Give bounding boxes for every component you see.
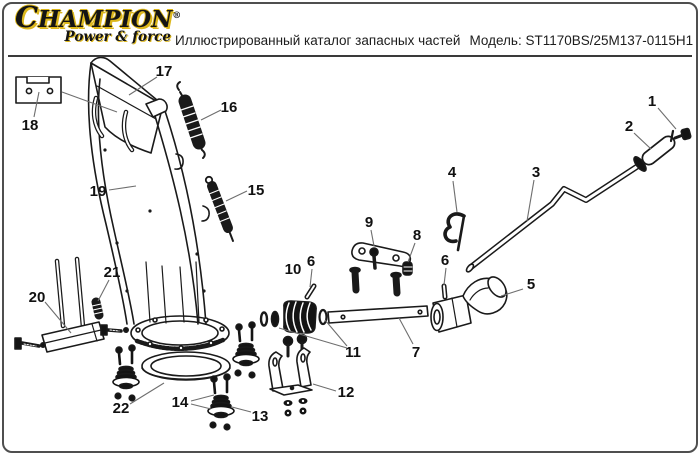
part-pin-left: [304, 283, 317, 300]
leader-line: [44, 301, 72, 334]
leader-line: [633, 132, 652, 150]
leader-line: [225, 190, 248, 202]
leader-line: [190, 403, 212, 410]
part-bolt: [669, 127, 692, 143]
model-value: ST1170BS/25M137-0115H1: [525, 33, 694, 48]
leader-line: [278, 327, 348, 349]
part-washer-stack-bottom: [206, 372, 236, 432]
leader-lines: [33, 76, 677, 413]
part-spring-large: [176, 81, 206, 159]
callout-15: 15: [248, 182, 265, 199]
callout-20: 20: [29, 289, 46, 306]
callout-6-right: 6: [441, 252, 449, 269]
leader-line: [200, 109, 222, 121]
brand-text: HAMPION: [38, 6, 173, 33]
leader-line: [398, 317, 414, 345]
part-spring-small: [204, 175, 234, 242]
callout-18: 18: [22, 117, 39, 134]
callout-9: 9: [365, 214, 373, 231]
leader-line: [370, 229, 375, 247]
leader-line: [61, 91, 118, 113]
callout-19: 19: [90, 183, 107, 200]
leader-line: [500, 288, 524, 297]
part-hairpin-cotter: [443, 212, 466, 252]
callout-4: 4: [448, 164, 457, 181]
callout-10: 10: [285, 261, 302, 278]
leader-line: [128, 76, 158, 96]
callout-1: 1: [648, 93, 656, 110]
leader-line: [324, 319, 348, 347]
part-pin-right: [441, 283, 448, 300]
part-spring-tiny: [91, 297, 104, 320]
callout-6-left: 6: [307, 253, 315, 270]
callout-3: 3: [532, 164, 540, 181]
callout-16: 16: [221, 99, 238, 116]
part-shaft-bar: [327, 305, 429, 324]
part-universal-joint: [430, 276, 508, 333]
rivet-dots: [103, 148, 206, 293]
leader-line: [190, 394, 215, 402]
registered-mark: ®: [172, 11, 182, 21]
leader-line: [407, 242, 416, 263]
catalog-title: Иллюстрированный каталог запасных частей: [175, 33, 461, 48]
callout-17: 17: [156, 63, 173, 80]
callout-22: 22: [113, 400, 130, 417]
part-handle-grip: [641, 135, 676, 166]
callout-12: 12: [338, 384, 355, 401]
part-worm-gear: [259, 300, 328, 334]
part-support-bracket: [14, 256, 130, 353]
callout-2: 2: [625, 118, 633, 135]
header: CHAMPION® Power & force Иллюстрированный…: [0, 0, 700, 58]
leader-line: [526, 179, 535, 222]
page-title: Иллюстрированный каталог запасных частей…: [175, 33, 693, 48]
leader-line: [33, 91, 40, 118]
part-crank-rod: [465, 163, 641, 273]
part-u-bracket: [268, 347, 313, 417]
leader-line: [312, 383, 337, 392]
callout-7: 7: [412, 344, 420, 361]
brand-tagline: Power & force: [64, 29, 171, 45]
part-mount-plate: [349, 242, 412, 297]
leader-line: [231, 406, 252, 413]
callout-labels: 1 2 3 4 5 6 6 7 8 9 10 11 12 13 14 15 16…: [22, 63, 657, 425]
callout-13: 13: [252, 408, 269, 425]
callout-11: 11: [345, 344, 361, 361]
leader-line: [309, 268, 313, 288]
part-chute: [87, 56, 210, 325]
callout-5: 5: [527, 276, 535, 293]
part-deflector: [90, 62, 168, 154]
brand-name: CHAMPION®: [15, 0, 182, 34]
part-bracket-plate: [15, 76, 62, 104]
leader-line: [657, 107, 677, 130]
chute-hook-lower: [201, 205, 210, 222]
chute-hook-upper: [174, 153, 184, 170]
part-chute-base-ring-gear: [130, 315, 230, 351]
callout-14: 14: [172, 394, 189, 411]
brand-logo: CHAMPION® Power & force: [15, 0, 182, 46]
deflector-tab: [145, 98, 168, 118]
part-nut: [402, 261, 413, 276]
part-washer-stack-middle: [231, 320, 261, 380]
callout-21: 21: [104, 264, 121, 281]
part-ring: [141, 351, 231, 381]
leader-line: [129, 382, 165, 405]
leader-line: [452, 180, 458, 213]
model-label: Модель:: [469, 33, 522, 48]
header-divider: [8, 55, 692, 57]
part-washer-stack-left: [111, 343, 141, 403]
leader-line: [97, 279, 110, 302]
leader-line: [443, 267, 447, 286]
leader-line: [108, 185, 137, 191]
part-carriage-bolts: [282, 333, 308, 358]
callout-8: 8: [413, 227, 421, 244]
